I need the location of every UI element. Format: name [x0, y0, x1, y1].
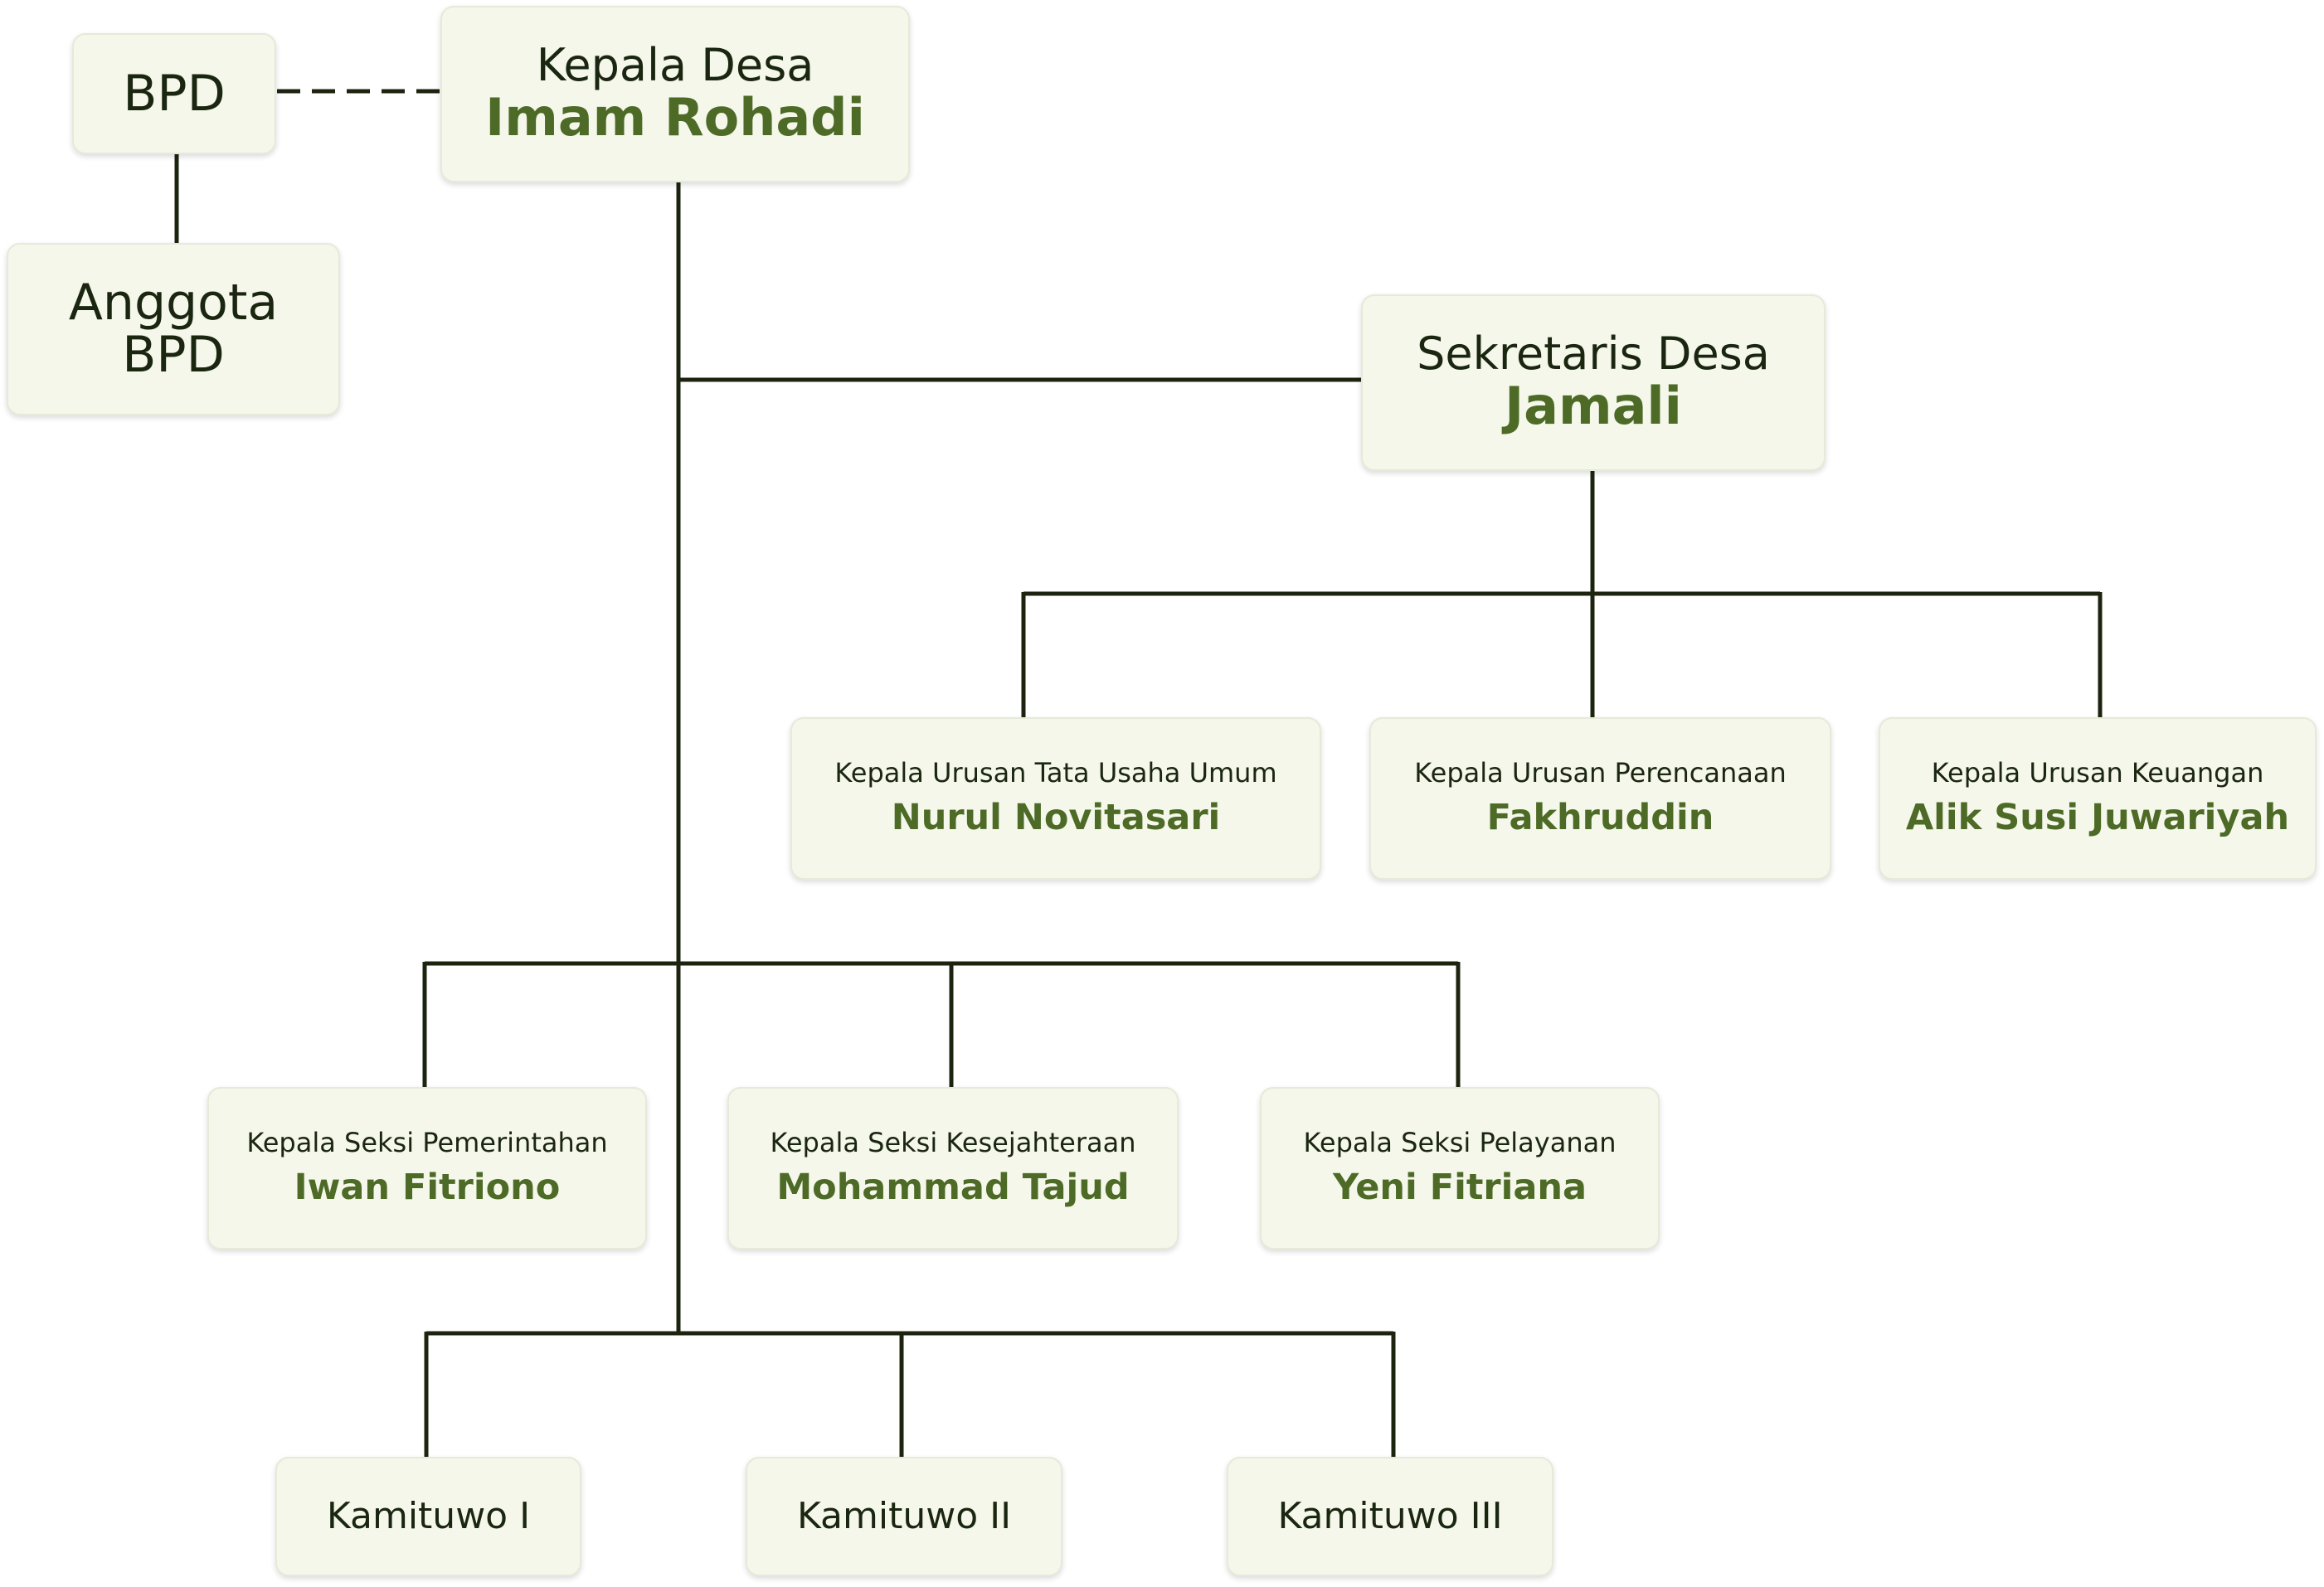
- urusan-perencanaan-box: Kepala Urusan Perencanaan Fakhruddin: [1369, 717, 1831, 880]
- urusan-tata-usaha-box: Kepala Urusan Tata Usaha Umum Nurul Novi…: [790, 717, 1321, 880]
- seksi-role: Kepala Seksi Pelayanan: [1303, 1126, 1617, 1158]
- bpd-label: BPD: [123, 64, 226, 123]
- kepala-desa-box: Kepala Desa Imam Rohadi: [440, 6, 910, 182]
- bpd-box: BPD: [72, 33, 276, 154]
- seksi-role: Kepala Seksi Pemerintahan: [246, 1126, 608, 1158]
- urusan-role: Kepala Urusan Keuangan: [1931, 756, 2264, 789]
- kepala-desa-name: Imam Rohadi: [485, 86, 865, 148]
- seksi-kesejahteraan-box: Kepala Seksi Kesejahteraan Mohammad Taju…: [727, 1087, 1179, 1250]
- seksi-pemerintahan-box: Kepala Seksi Pemerintahan Iwan Fitriono: [207, 1087, 647, 1250]
- seksi-name: Mohammad Tajud: [776, 1167, 1130, 1209]
- seksi-pelayanan-box: Kepala Seksi Pelayanan Yeni Fitriana: [1260, 1087, 1660, 1250]
- seksi-role: Kepala Seksi Kesejahteraan: [770, 1126, 1136, 1158]
- anggota-bpd-label-line2: BPD: [122, 326, 225, 384]
- kepala-desa-role: Kepala Desa: [536, 39, 814, 92]
- kamituwo-2-box: Kamituwo II: [746, 1457, 1062, 1576]
- urusan-name: Fakhruddin: [1486, 797, 1714, 839]
- kamituwo-1-box: Kamituwo I: [275, 1457, 581, 1576]
- kamituwo-label: Kamituwo I: [326, 1494, 531, 1537]
- sekretaris-desa-name: Jamali: [1505, 375, 1682, 436]
- anggota-bpd-box: Anggota BPD: [7, 243, 340, 415]
- sekretaris-desa-role: Sekretaris Desa: [1417, 328, 1770, 381]
- kamituwo-3-box: Kamituwo III: [1227, 1457, 1553, 1576]
- urusan-name: Alik Susi Juwariyah: [1905, 797, 2290, 839]
- urusan-role: Kepala Urusan Tata Usaha Umum: [834, 756, 1277, 789]
- urusan-role: Kepala Urusan Perencanaan: [1414, 756, 1787, 789]
- anggota-bpd-label-line1: Anggota: [68, 274, 279, 332]
- kamituwo-label: Kamituwo II: [796, 1494, 1012, 1537]
- seksi-name: Iwan Fitriono: [294, 1167, 561, 1209]
- urusan-name: Nurul Novitasari: [891, 797, 1221, 839]
- kamituwo-label: Kamituwo III: [1277, 1494, 1503, 1537]
- sekretaris-desa-box: Sekretaris Desa Jamali: [1361, 294, 1826, 471]
- urusan-keuangan-box: Kepala Urusan Keuangan Alik Susi Juwariy…: [1879, 717, 2317, 880]
- seksi-name: Yeni Fitriana: [1333, 1167, 1587, 1209]
